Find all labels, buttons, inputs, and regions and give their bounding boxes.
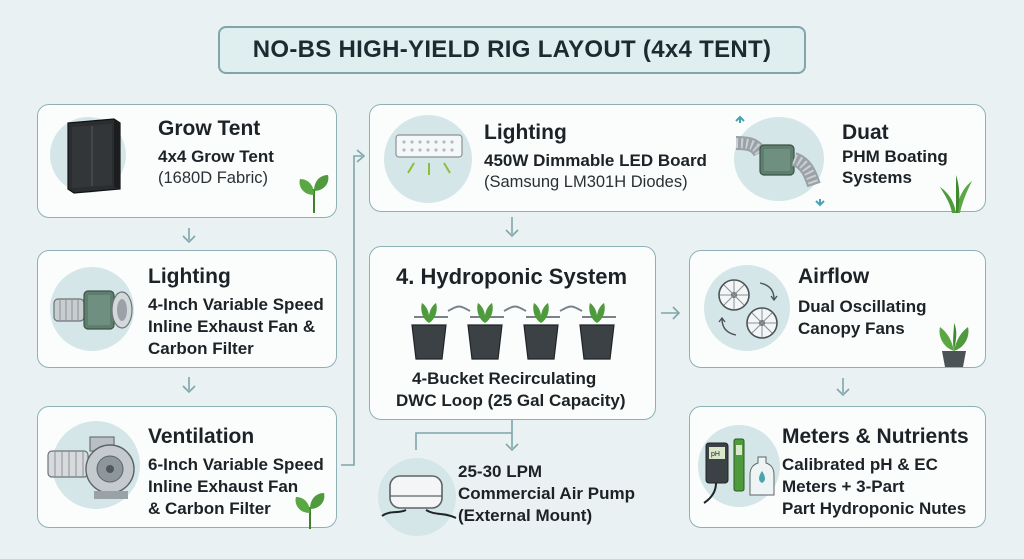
card-lighting-led: Lighting 450W Dimmable LED Board (Samsun… (369, 104, 986, 213)
card-grow-tent: Grow Tent 4x4 Grow Tent (1680D Fabric) (37, 104, 337, 218)
card-line: Systems (842, 168, 912, 187)
card-airflow: Airflow Dual Oscillating Canopy Fans (689, 250, 986, 368)
card-line: PHM Boating (842, 147, 948, 166)
card-line: DWC Loop (25 Gal Capacity) (396, 391, 626, 410)
card-line: Canopy Fans (798, 319, 905, 338)
card-heading: Meters & Nutrients (782, 425, 969, 448)
potted-plant-icon (939, 323, 969, 367)
air-pump-line: (External Mount) (458, 506, 593, 525)
bucket-array-icon (411, 303, 616, 360)
card-hydroponic-system: 4. Hydroponic System 4-Bucket Recirculat… (369, 246, 656, 420)
leaf-icon (295, 493, 325, 529)
card-heading: Duat (842, 121, 889, 144)
leaf-icon (299, 175, 329, 213)
card-meters-nutrients: pH Meters & Nutrients Calibrated pH & EC… (689, 406, 986, 528)
card-lighting-fan: Lighting 4-Inch Variable Speed Inline Ex… (37, 250, 337, 368)
card-line: (1680D Fabric) (158, 169, 269, 187)
page-title: NO-BS HIGH-YIELD RIG LAYOUT (4x4 TENT) (218, 26, 806, 74)
card-line: 6-Inch Variable Speed (148, 455, 324, 474)
air-pump-line: 25-30 LPM (458, 462, 543, 481)
card-heading: Grow Tent (158, 117, 261, 140)
leaf-icon (940, 175, 972, 213)
card-line: Dual Oscillating (798, 297, 927, 316)
card-line: 4-Inch Variable Speed (148, 295, 324, 314)
card-line: 450W Dimmable LED Board (484, 151, 707, 170)
card-ventilation: Ventilation 6-Inch Variable Speed Inline… (37, 406, 337, 529)
card-line: & Carbon Filter (148, 499, 271, 518)
card-line: Meters + 3-Part (782, 477, 905, 496)
tent-icon (67, 118, 121, 194)
card-line: 4x4 Grow Tent (158, 147, 274, 166)
meters-icon: pH (703, 438, 775, 504)
card-heading: Ventilation (148, 425, 255, 448)
led-board-icon (395, 134, 463, 175)
air-pump-icon (381, 475, 457, 519)
duct-icon (735, 115, 825, 207)
card-heading: Lighting (148, 265, 231, 288)
card-line: Inline Exhaust Fan & (148, 317, 316, 336)
card-line: 4-Bucket Recirculating (412, 369, 597, 388)
card-heading: Airflow (798, 265, 870, 288)
card-line: (Samsung LM301H Diodes) (484, 173, 688, 191)
card-line: Inline Exhaust Fan (148, 477, 299, 496)
blower-fan-icon (47, 436, 135, 499)
oscillating-fans-icon (718, 279, 778, 339)
air-pump-line: Commercial Air Pump (458, 484, 635, 503)
icon-background (384, 115, 472, 203)
ph-label: pH (711, 451, 720, 458)
card-line: Calibrated pH & EC (782, 455, 938, 474)
card-line: Part Hydroponic Nutes (782, 499, 967, 518)
icon-background (704, 265, 790, 351)
inline-fan-icon (53, 290, 133, 330)
card-heading: Lighting (484, 121, 567, 144)
card-line: Carbon Filter (148, 339, 254, 358)
card-heading: 4. Hydroponic System (396, 264, 628, 289)
